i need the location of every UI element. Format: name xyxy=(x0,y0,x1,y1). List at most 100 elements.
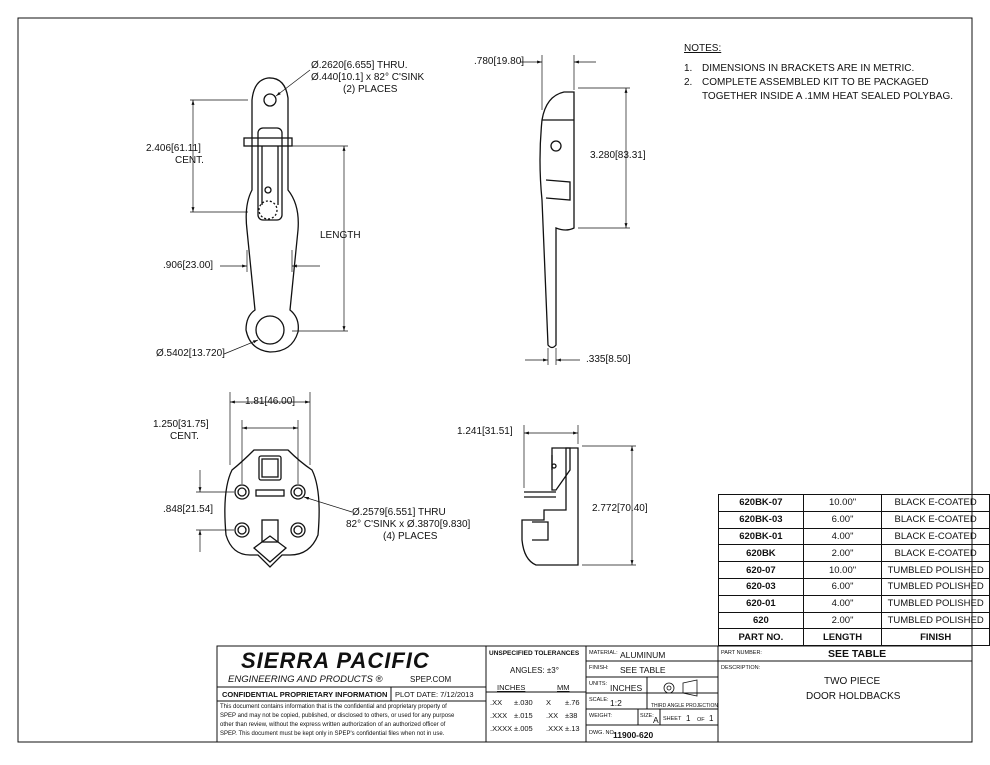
tol-mm-value: ±.76 xyxy=(565,698,580,707)
length-cell: 6.00" xyxy=(802,577,883,596)
description-line-2: DOOR HOLDBACKS xyxy=(806,691,901,702)
confidential-title: CONFIDENTIAL PROPRIETARY INFORMATION xyxy=(222,690,388,699)
note-number: 2. xyxy=(684,77,693,88)
part-no-cell: 620-01 xyxy=(718,594,804,613)
arm-side-dims xyxy=(520,55,630,365)
dim-335: .335[8.50] xyxy=(586,354,631,365)
length-cell: 2.00" xyxy=(802,544,883,563)
part-no-cell: 620BK xyxy=(718,544,804,563)
tol-inch-value: ±.015 xyxy=(514,711,533,720)
notes-heading: NOTES: xyxy=(684,43,722,54)
tol-mm-format: .XXX xyxy=(546,724,564,733)
finish-cell: TUMBLED POLISHED xyxy=(881,561,990,579)
company-subtitle-text: ENGINEERING AND PRODUCTS xyxy=(228,674,373,685)
length-cell: 10.00" xyxy=(802,494,883,512)
tolerances-inches-header: INCHES xyxy=(497,683,526,692)
finish-cell: TUMBLED POLISHED xyxy=(881,611,990,630)
length-header: LENGTH xyxy=(802,628,883,647)
base-front-dims xyxy=(196,392,353,552)
note-item: TOGETHER INSIDE A .1MM HEAT SEALED POLYB… xyxy=(684,90,953,104)
hole-thru-dim: Ø.2620[6.655] THRU. xyxy=(311,60,408,71)
registered-mark: ® xyxy=(375,674,383,685)
size-value: A xyxy=(653,715,659,725)
scale-label: SCALE: xyxy=(589,697,609,703)
company-website: SPEP.COM xyxy=(410,675,452,684)
finish-label: FINISH: xyxy=(589,665,609,671)
base-side-view xyxy=(521,447,579,566)
tol-mm-format: X xyxy=(546,698,552,707)
tol-inch-format: .XXX xyxy=(490,711,508,720)
base-front-view xyxy=(224,449,320,568)
tolerances-mm-header: MM xyxy=(557,683,570,692)
tol-inch-format: .XXXX xyxy=(490,724,513,733)
finish-cell: BLACK E-COATED xyxy=(881,527,990,546)
cent2-label: CENT. xyxy=(170,431,199,442)
width-906-dim: .906[23.00] xyxy=(163,260,214,271)
finish-cell: BLACK E-COATED xyxy=(881,494,990,512)
arm-front-dims xyxy=(190,69,348,355)
finish-cell: TUMBLED POLISHED xyxy=(881,594,990,613)
material-label: MATERIAL: xyxy=(589,650,618,656)
part-no-cell: 620BK-07 xyxy=(718,494,804,512)
dim-181: 1.81[46.00] xyxy=(245,396,296,407)
material-value: ALUMINUM xyxy=(620,650,666,660)
part-no-cell: 620-07 xyxy=(718,561,804,579)
hole2-thru-dim: Ø.2579[6.551] THRU xyxy=(352,507,446,518)
description-label: DESCRIPTION: xyxy=(721,665,761,671)
tol-mm-value: ±38 xyxy=(565,711,578,720)
length-cell: 4.00" xyxy=(802,527,883,546)
sheet-label: SHEET xyxy=(663,716,682,722)
company-logo-text: SIERRA PACIFIC xyxy=(241,648,430,673)
dim-3280: 3.280[83.31] xyxy=(590,150,646,161)
dwg-no-value: 11900-620 xyxy=(613,730,654,740)
dim-1241: 1.241[31.51] xyxy=(457,426,513,437)
tolerances-title: UNSPECIFIED TOLERANCES xyxy=(489,650,580,657)
part-no-header: PART NO. xyxy=(718,628,804,647)
company-subtitle: ENGINEERING AND PRODUCTS ® xyxy=(228,675,382,685)
tol-inch-value: ±.005 xyxy=(514,724,533,733)
finish-cell: TUMBLED POLISHED xyxy=(881,577,990,596)
note-text: COMPLETE ASSEMBLED KIT TO BE PACKAGED xyxy=(702,77,929,88)
units-value: INCHES xyxy=(610,683,643,693)
tol-inch-format: .XX xyxy=(490,698,503,707)
note-text: TOGETHER INSIDE A .1MM HEAT SEALED POLYB… xyxy=(702,91,953,102)
finish-cell: BLACK E-COATED xyxy=(881,544,990,563)
tol-mm-value: ±.13 xyxy=(565,724,580,733)
confidential-text-2: SPEP and may not be copied, published, o… xyxy=(220,713,455,719)
notes-block: NOTES: 1. DIMENSIONS IN BRACKETS ARE IN … xyxy=(684,42,953,104)
confidential-text-1: This document contains information that … xyxy=(220,704,447,710)
plot-date: PLOT DATE: 7/12/2013 xyxy=(395,690,474,699)
finish-header: FINISH xyxy=(881,628,990,647)
dim-848: .848[21.54] xyxy=(163,504,214,515)
part-no-cell: 620 xyxy=(718,611,804,630)
note-number xyxy=(684,90,702,104)
finish-cell: BLACK E-COATED xyxy=(881,510,990,529)
weight-label: WEIGHT: xyxy=(589,713,612,719)
sheets-value: 1 xyxy=(709,714,714,723)
of-label: OF xyxy=(697,717,705,723)
note-number: 1. xyxy=(684,63,693,74)
note-item: 1. DIMENSIONS IN BRACKETS ARE IN METRIC. xyxy=(684,62,953,76)
confidential-text-4: SPEP. This document must be kept only in… xyxy=(220,731,445,737)
length-cell: 6.00" xyxy=(802,510,883,529)
projection-label: THIRD ANGLE PROJECTION xyxy=(651,703,718,709)
hole2-csink-dim: 82° C'SINK x Ø.3870[9.830] xyxy=(346,519,471,530)
length-cell: 4.00" xyxy=(802,594,883,613)
size-label: SIZE: xyxy=(640,713,654,719)
cent1-dim: 2.406[61.11] xyxy=(146,143,201,154)
hole-places-dim: (2) PLACES xyxy=(343,84,398,95)
finish-value: SEE TABLE xyxy=(620,665,666,675)
length-cell: 10.00" xyxy=(802,561,883,579)
tolerances-angles: ANGLES: ±3° xyxy=(510,666,559,675)
tol-mm-format: .XX xyxy=(546,711,559,720)
part-no-cell: 620BK-03 xyxy=(718,510,804,529)
length-cell: 2.00" xyxy=(802,611,883,630)
